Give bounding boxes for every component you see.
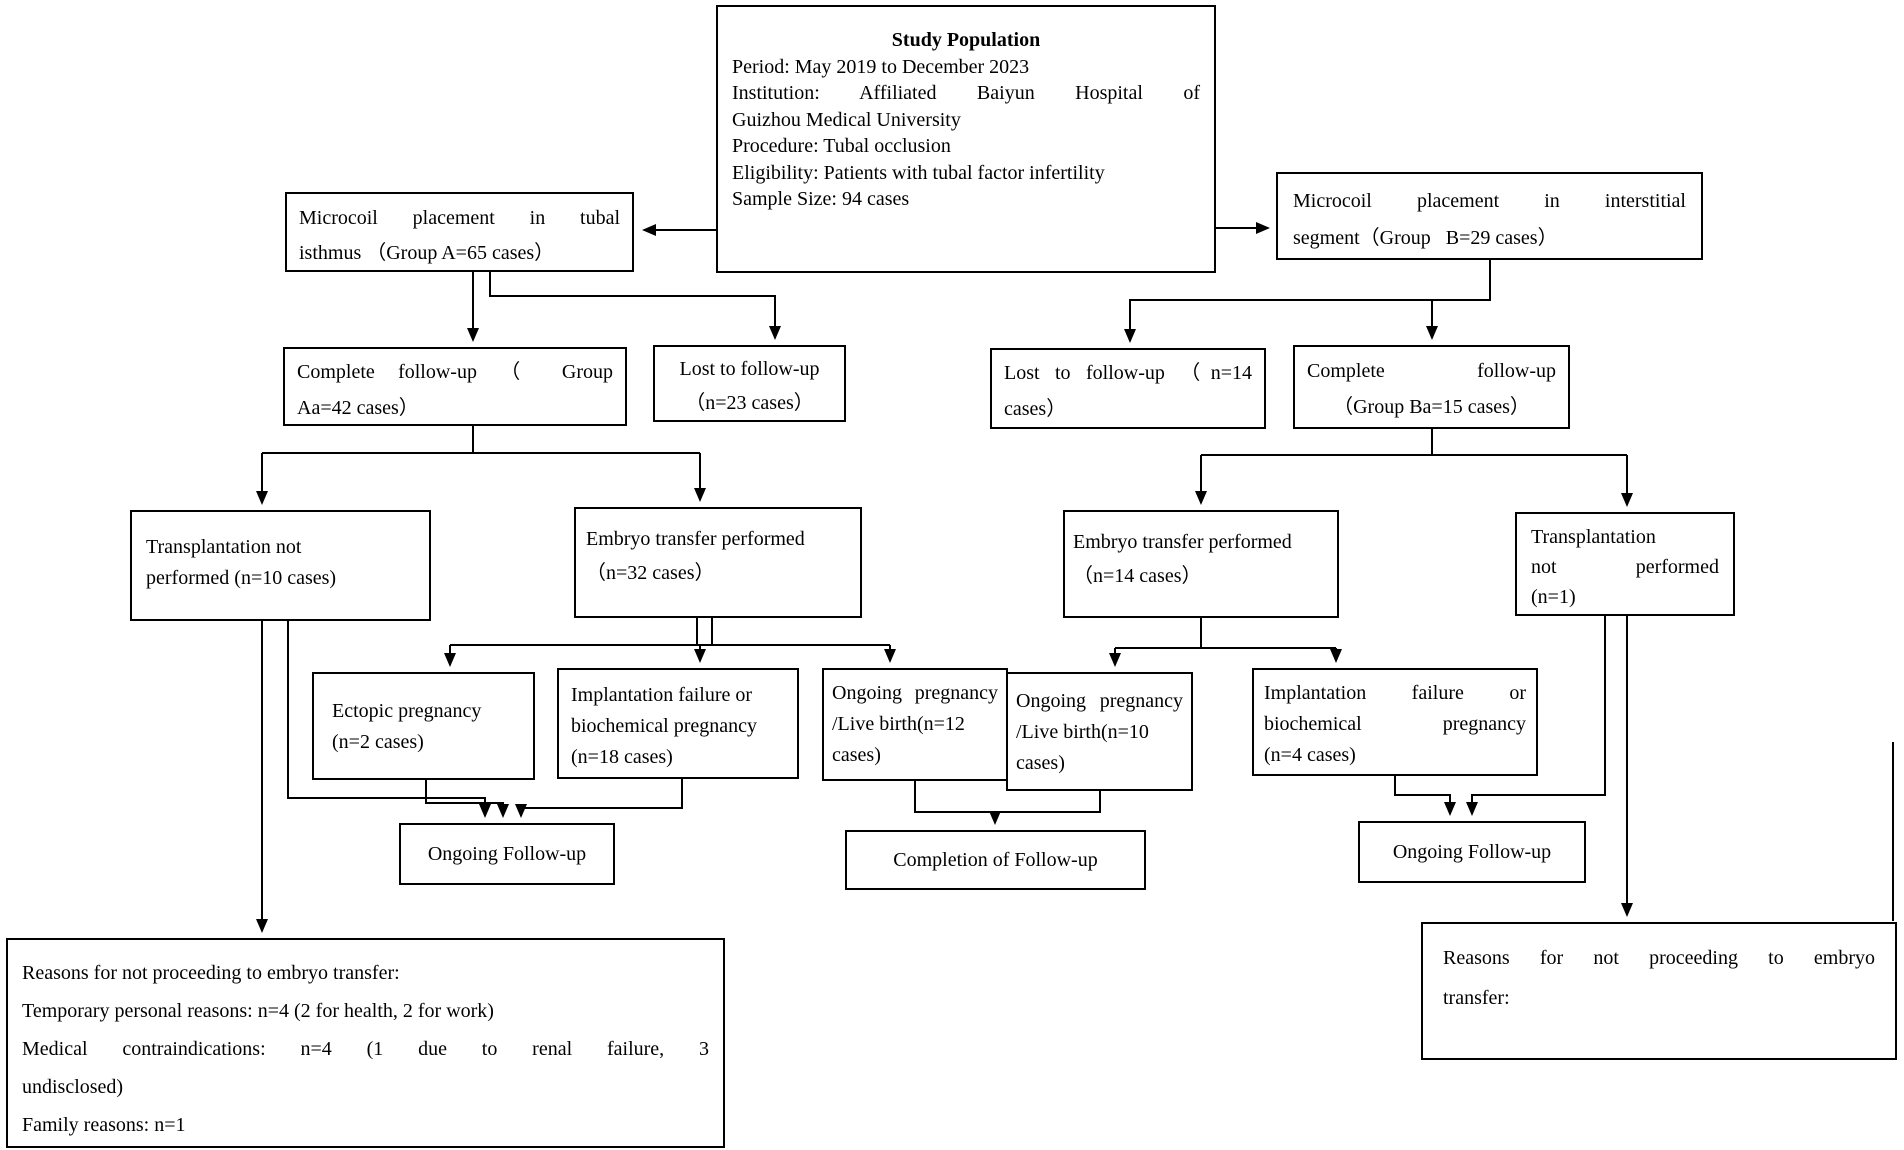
box-line: Sample Size: 94 cases — [732, 188, 910, 210]
box-line: （Group Ba=15 cases） — [1333, 396, 1530, 418]
box-implantation-failure-a: Implantation failure or biochemical pregn… — [557, 668, 799, 779]
box-lost-followup-group-b: Lost to follow-up （n=14 cases） — [990, 348, 1266, 429]
box-embryo-transfer-performed-b: Embryo transfer performed （n=14 cases） — [1063, 510, 1339, 618]
box-line: Ongoing pregnancy — [1016, 690, 1183, 712]
box-microcoil-isthmus-group-a: Microcoil placement in tubal isthmus （Gro… — [285, 192, 634, 272]
box-microcoil-interstitial-group-b: Microcoil placement in interstitial segme… — [1276, 172, 1703, 260]
box-line: cases) — [832, 744, 881, 766]
box-line: cases) — [1016, 752, 1065, 774]
box-line: Eligibility: Patients with tubal factor … — [732, 161, 1105, 184]
box-line: /Live birth(n=12 — [832, 713, 965, 735]
box-line: Ongoing pregnancy — [832, 682, 998, 704]
box-line: undisclosed) — [22, 1076, 124, 1098]
box-completion-of-followup: Completion of Follow-up — [845, 830, 1146, 890]
box-line: Microcoil placement in tubal — [299, 207, 620, 229]
box-line: Reasons for not proceeding to embryo — [1443, 947, 1875, 969]
box-line: biochemical pregnancy — [1264, 713, 1526, 735]
box-line: Microcoil placement in interstitial — [1293, 190, 1686, 212]
box-line: Guizhou Medical University — [732, 108, 961, 131]
flow-connector — [287, 621, 491, 818]
box-line: (n=4 cases) — [1264, 744, 1356, 766]
flow-connector — [515, 779, 683, 818]
box-complete-followup-group-ba: Complete follow-up （Group Ba=15 cases） — [1293, 345, 1570, 429]
flow-connector — [489, 272, 781, 340]
box-line: （n=32 cases） — [586, 562, 715, 584]
box-line: Completion of Follow-up — [893, 848, 1098, 871]
flow-connector — [1394, 776, 1456, 816]
box-line: Lost to follow-up — [679, 358, 820, 380]
box-line: /Live birth(n=10 — [1016, 721, 1149, 743]
flow-connector — [914, 781, 1101, 813]
box-line: (n=2 cases) — [332, 731, 424, 753]
box-line: Procedure: Tubal occlusion — [732, 135, 951, 157]
box-ectopic-pregnancy: Ectopic pregnancy (n=2 cases) — [312, 672, 535, 780]
box-line: Embryo transfer performed — [586, 528, 805, 550]
box-line: （n=23 cases） — [685, 392, 814, 414]
box-line: isthmus （Group A=65 cases） — [299, 242, 555, 264]
box-line: Reasons for not proceeding to embryo tra… — [22, 962, 400, 984]
box-line: Implantation failure or — [1264, 682, 1526, 704]
box-line: segment（Group B=29 cases） — [1293, 227, 1558, 249]
box-line: (n=18 cases) — [571, 746, 673, 768]
box-reasons-not-proceeding-a: Reasons for not proceeding to embryo tra… — [6, 938, 725, 1148]
flow-connector — [1466, 616, 1606, 816]
box-line: transfer: — [1443, 987, 1510, 1009]
box-line: Family reasons: n=1 — [22, 1114, 186, 1136]
box-transplantation-not-performed-b: Transplantation not performed (n=1) — [1515, 512, 1735, 616]
box-ongoing-followup-left: Ongoing Follow-up — [399, 823, 615, 885]
box-ongoing-followup-right: Ongoing Follow-up — [1358, 821, 1586, 883]
box-transplantation-not-performed-a: Transplantation not performed (n=10 cases… — [130, 510, 431, 621]
box-line: Complete follow-up — [1307, 360, 1556, 382]
box-line: Institution: Affiliated Baiyun Hospital … — [732, 82, 1200, 104]
box-line: Period: May 2019 to December 2023 — [732, 55, 1030, 78]
box-line: Implantation failure or — [571, 684, 753, 706]
box-line: Aa=42 cases） — [297, 397, 419, 419]
box-ongoing-pregnancy-a: Ongoing pregnancy/Live birth(n=12 cases) — [822, 668, 1008, 781]
box-embryo-transfer-performed-a: Embryo transfer performed （n=32 cases） — [574, 507, 862, 618]
box-line: Study Population — [891, 29, 1041, 51]
box-line: Complete follow-up （ Group — [297, 361, 613, 383]
box-line: （n=14 cases） — [1073, 565, 1202, 587]
box-line: biochemical pregnancy — [571, 715, 758, 737]
box-line: Temporary personal reasons: n=4 (2 for h… — [22, 1000, 494, 1022]
box-line: Transplantation — [1531, 526, 1656, 548]
box-line: performed (n=10 cases) — [146, 567, 337, 589]
box-line: Transplantation not — [146, 536, 302, 558]
box-line: Ectopic pregnancy — [332, 700, 482, 722]
box-line: Ongoing Follow-up — [427, 842, 587, 865]
box-line: cases） — [1004, 398, 1067, 420]
box-line: Ongoing Follow-up — [1392, 840, 1552, 863]
box-line: Lost to follow-up （n=14 — [1004, 362, 1252, 384]
box-line: Embryo transfer performed — [1073, 531, 1292, 553]
box-lost-followup-group-a: Lost to follow-up （n=23 cases） — [653, 345, 846, 422]
box-line: Medical contraindications: n=4 (1 due to… — [22, 1038, 709, 1060]
box-line: (n=1) — [1531, 586, 1576, 608]
flow-connector — [1124, 260, 1491, 343]
box-ongoing-pregnancy-b: Ongoing pregnancy/Live birth(n=10 cases) — [1006, 672, 1193, 791]
flow-connector — [425, 780, 509, 818]
box-reasons-not-proceeding-b: Reasons for not proceeding to embryo tran… — [1421, 922, 1897, 1060]
box-implantation-failure-b: Implantation failure or biochemical pregn… — [1252, 668, 1538, 776]
box-line: not performed — [1531, 556, 1719, 578]
